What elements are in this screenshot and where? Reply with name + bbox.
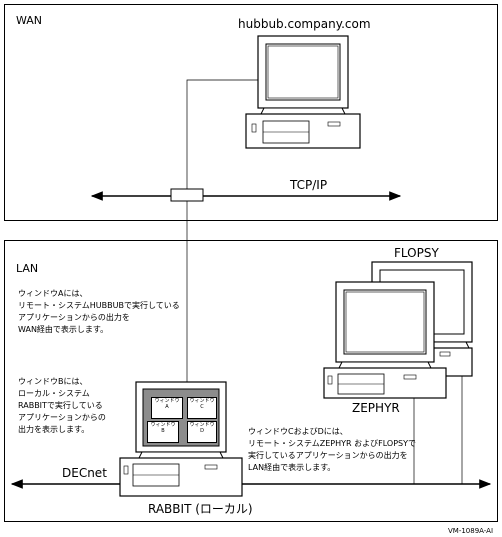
window-d-tile: ウィンドウ D xyxy=(187,421,217,443)
tcpip-label: TCP/IP xyxy=(290,178,328,192)
window-c-letter: C xyxy=(200,404,204,410)
rabbit-label: RABBIT (ローカル) xyxy=(148,502,253,516)
hubbub-computer xyxy=(245,35,361,149)
note-cd-line-3: 実行しているアプリケーションからの出力を xyxy=(248,451,408,460)
hubbub-label: hubbub.company.com xyxy=(238,17,371,31)
window-d-letter: D xyxy=(200,428,204,434)
note-window-cd: ウィンドウCおよびDには、 リモート・システムZEPHYR およびFLOPSYで… xyxy=(248,426,416,474)
window-c-label: ウィンドウ xyxy=(189,398,215,404)
wan-region xyxy=(4,4,498,221)
flopsy-label: FLOPSY xyxy=(394,246,439,260)
lan-region xyxy=(4,240,498,522)
note-a-line-4: WAN経由で表示します。 xyxy=(18,325,109,334)
gateway-box xyxy=(170,188,204,202)
window-a-tile: ウィンドウ A xyxy=(151,397,183,419)
figure-code: VM-1089A-AI xyxy=(448,527,494,535)
note-b-line-3: RABBITで実行している xyxy=(18,401,103,410)
decnet-label: DECnet xyxy=(62,466,107,480)
wan-label: WAN xyxy=(16,14,43,27)
window-a-label: ウィンドウ xyxy=(154,398,180,404)
note-cd-line-4: LAN経由で表示します。 xyxy=(248,463,336,472)
note-cd-line-2: リモート・システムZEPHYR およびFLOPSYで xyxy=(248,439,416,448)
note-window-b: ウィンドウBには、 ローカル・システム RABBITで実行している アプリケーシ… xyxy=(18,376,106,436)
note-b-line-5: 出力を表示します。 xyxy=(18,425,90,434)
window-c-tile: ウィンドウ C xyxy=(187,397,217,419)
note-a-line-3: アプリケーションからの出力を xyxy=(18,313,130,322)
note-b-line-1: ウィンドウBには、 xyxy=(18,377,88,386)
note-b-line-4: アプリケーションからの xyxy=(18,413,106,422)
note-cd-line-1: ウィンドウCおよびDには、 xyxy=(248,427,348,436)
zephyr-label: ZEPHYR xyxy=(352,401,400,415)
window-a-letter: A xyxy=(165,404,169,410)
lan-label: LAN xyxy=(16,262,39,275)
window-b-letter: B xyxy=(161,428,165,434)
hubbub-cable xyxy=(186,79,258,189)
window-d-label: ウィンドウ xyxy=(189,422,215,428)
note-a-line-1: ウィンドウAには、 xyxy=(18,289,88,298)
note-window-a: ウィンドウAには、 リモート・システムHUBBUBで実行している アプリケーショ… xyxy=(18,288,180,336)
zephyr-computer xyxy=(323,281,447,399)
note-b-line-2: ローカル・システム xyxy=(18,389,90,398)
window-b-label: ウィンドウ xyxy=(150,422,176,428)
window-b-tile: ウィンドウ B xyxy=(147,421,179,443)
note-a-line-2: リモート・システムHUBBUBで実行している xyxy=(18,301,180,310)
